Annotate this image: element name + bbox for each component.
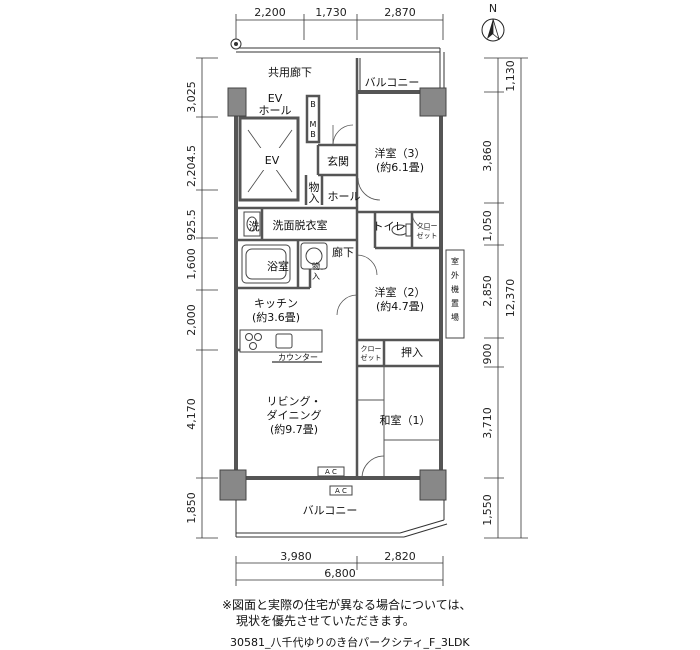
left-dim-6: 4,170 (185, 398, 198, 430)
ev-hall-label-2: ホール (259, 104, 292, 117)
right-dim-5: 900 (481, 344, 494, 365)
left-dim-3: 925.5 (185, 209, 198, 241)
washing-machine-icon (300, 242, 328, 270)
right-dim-7: 1,550 (481, 494, 494, 526)
entrance-label: 玄関 (327, 154, 349, 168)
left-dim-1: 3,025 (185, 81, 198, 113)
kitchen-counter (239, 329, 323, 353)
hall-label: ホール (328, 190, 361, 203)
toilet-label: トイレ (373, 220, 406, 233)
ev-label-bg (256, 148, 286, 170)
structural-columns (219, 87, 447, 501)
tatami-lines (357, 366, 441, 478)
mb-label-m: M (310, 120, 317, 129)
plan-caption: 30581_八千代ゆりのき台パークシティ_F_3LDK (230, 636, 470, 649)
living-label-2: ダイニング (267, 408, 322, 422)
bottom-dim-1: 3,980 (280, 550, 312, 563)
north-compass-icon: N (481, 2, 505, 42)
western2-size: (約4.7畳) (376, 299, 424, 313)
sink-label: 洗 (249, 220, 260, 233)
left-dim-4: 1,600 (185, 248, 198, 280)
bottom-dimension-lines (235, 556, 444, 586)
outdoor-unit-char-4: 置 (451, 299, 459, 308)
right-dim-4: 2,850 (481, 275, 494, 307)
top-dim-2: 1,730 (315, 6, 347, 19)
note-line-2: 現状を優先させていただきます。 (236, 614, 415, 628)
ac-label-2: A C (335, 487, 347, 495)
left-dim-5: 2,000 (185, 304, 198, 336)
outdoor-unit-box (445, 249, 465, 339)
counter-label: カウンター (278, 353, 318, 362)
note-line-1: ※図面と実際の住宅が異なる場合については、 (222, 598, 472, 612)
outdoor-unit-char-2: 外 (451, 270, 459, 280)
right-dim-total: 12,370 (504, 279, 517, 318)
balcony-top-label: バルコニー (365, 76, 420, 89)
western3-name: 洋室（3） (375, 146, 426, 160)
ac-unit-2 (329, 485, 353, 496)
compass-label: N (489, 2, 497, 15)
mb-label-b: B (310, 130, 316, 139)
left-dimension-lines (196, 57, 218, 539)
outdoor-unit-char-1: 室 (451, 256, 459, 266)
bottom-dim-total: 6,800 (324, 567, 356, 580)
western2-name: 洋室（2） (375, 285, 426, 299)
right-dim-3: 1,050 (481, 210, 494, 242)
interior-walls (236, 58, 441, 478)
balcony-bottom-label: バルコニー (303, 504, 358, 517)
left-dimension-labels: 3,025 2,204.5 925.5 1,600 2,000 4,170 1,… (185, 81, 198, 524)
top-dim-3: 2,870 (384, 6, 416, 19)
storage-label-1: 物 (309, 180, 320, 194)
ev-label: EV (265, 154, 280, 167)
closet-mid-label-1: クロー (361, 345, 382, 353)
right-dimension-lines (484, 57, 528, 539)
closet-mid-label-2: ゼット (361, 353, 382, 362)
closet-top-label-1: クロー (417, 222, 438, 230)
outdoor-unit-char-3: 機 (451, 284, 459, 294)
oshiire-label: 押入 (401, 345, 423, 359)
left-dim-7: 1,850 (185, 492, 198, 524)
storage-label-2: 入 (309, 192, 320, 205)
kitchen-size: (約3.6畳) (252, 310, 300, 324)
right-dimension-labels: 1,130 3,860 1,050 2,850 900 3,710 1,550 … (481, 60, 517, 526)
b-label: B (310, 100, 316, 109)
corridor-label: 廊下 (332, 245, 354, 259)
japanese-room-label: 和室（1） (380, 413, 431, 427)
washbasin-icon (243, 211, 261, 237)
left-dim-2: 2,204.5 (185, 145, 198, 187)
right-dim-6: 3,710 (481, 407, 494, 439)
western3-size: (約6.1畳) (376, 160, 424, 174)
balcony-top-rail (236, 47, 445, 92)
ac-unit-1 (317, 466, 345, 477)
outdoor-unit-label: 室 外 機 置 場 (451, 256, 459, 322)
toilet-icon (391, 223, 412, 237)
closet-top-label-2: ゼット (417, 231, 438, 240)
ac-label-1: A C (325, 468, 337, 476)
top-dimension-lines (235, 14, 444, 40)
storage-small-label-2: 入 (312, 272, 320, 281)
living-label-1: リビング・ (267, 394, 322, 408)
washroom-label: 洗面脱衣室 (273, 218, 328, 232)
kitchen-name: キッチン (254, 297, 298, 310)
bottom-dim-2: 2,820 (384, 550, 416, 563)
outdoor-unit-char-5: 場 (451, 312, 459, 322)
bathtub-icon (241, 244, 291, 284)
top-dim-1: 2,200 (254, 6, 286, 19)
living-size: (約9.7畳) (270, 422, 318, 436)
right-dim-1: 1,130 (504, 60, 517, 92)
bath-label: 浴室 (267, 259, 289, 273)
rail-post-icon (230, 38, 242, 50)
storage-small-label-1: 物 (312, 261, 320, 271)
balcony-bottom-rail (235, 500, 448, 538)
stove-icon (245, 333, 262, 350)
ev-hall-label-1: EV (268, 92, 283, 105)
right-dim-2: 3,860 (481, 140, 494, 172)
ev-block (238, 116, 300, 202)
shared-corridor-label: 共用廊下 (268, 65, 312, 79)
